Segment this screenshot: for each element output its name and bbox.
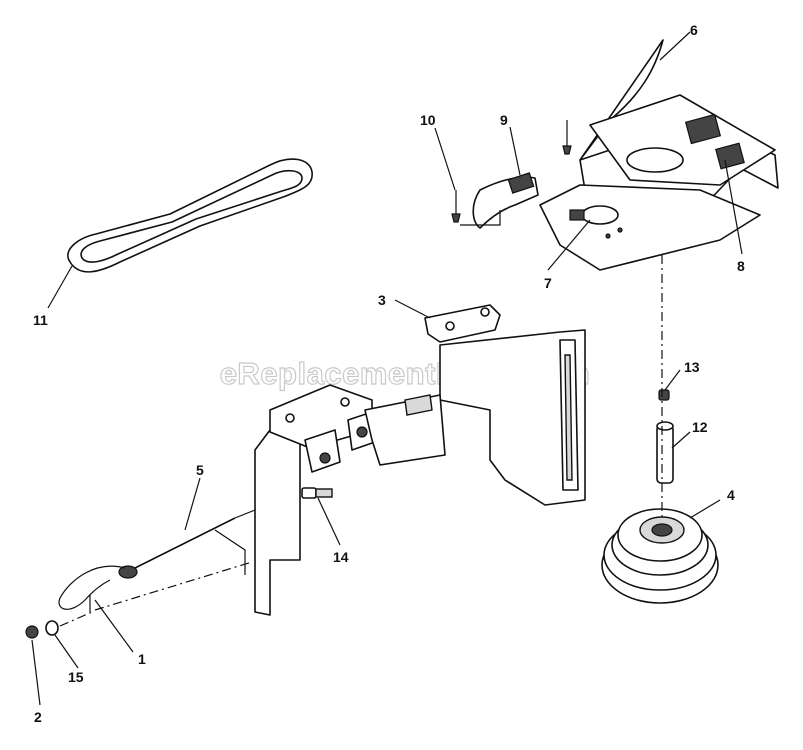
callout-4: 4 xyxy=(727,487,735,503)
callout-13: 13 xyxy=(684,359,700,375)
callout-labels: 1 2 3 4 5 6 7 8 9 10 11 12 13 14 15 xyxy=(33,22,745,725)
callout-5: 5 xyxy=(196,462,204,478)
callout-8: 8 xyxy=(737,258,745,274)
callout-7: 7 xyxy=(544,275,552,291)
part-5-cable xyxy=(58,509,256,612)
callout-14: 14 xyxy=(333,549,349,565)
callout-9: 9 xyxy=(500,112,508,128)
part-12-spacer xyxy=(656,421,674,484)
part-side-plate xyxy=(254,384,446,616)
callout-11: 11 xyxy=(33,312,48,328)
part-13-bushing xyxy=(658,389,670,401)
callout-6: 6 xyxy=(690,22,698,38)
part-10-pins xyxy=(451,120,572,223)
callout-1: 1 xyxy=(138,651,146,667)
callout-12: 12 xyxy=(692,419,708,435)
part-6-housing xyxy=(579,39,779,211)
part-14-bolt xyxy=(301,487,333,499)
callout-15: 15 xyxy=(68,669,84,685)
leader-lines xyxy=(31,31,743,706)
part-2-nut xyxy=(25,625,39,639)
callout-2: 2 xyxy=(34,709,42,725)
callout-10: 10 xyxy=(420,112,436,128)
part-11-belt xyxy=(67,158,313,273)
part-7-base-plate xyxy=(539,184,761,271)
part-15-washer xyxy=(45,611,93,636)
part-3-bracket xyxy=(424,304,586,506)
part-9-latch xyxy=(460,172,539,229)
part-4-pulley xyxy=(601,508,719,604)
callout-3: 3 xyxy=(378,292,386,308)
